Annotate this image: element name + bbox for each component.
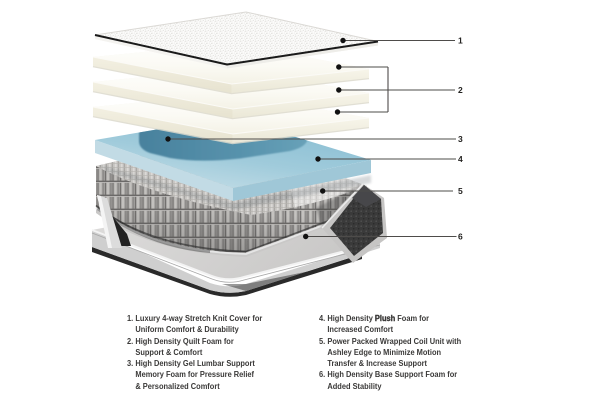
svg-text:4: 4 — [458, 154, 463, 164]
svg-text:1: 1 — [458, 36, 463, 46]
svg-text:5: 5 — [458, 186, 463, 196]
svg-text:6: 6 — [458, 232, 463, 242]
svg-text:2: 2 — [458, 85, 463, 95]
svg-text:3: 3 — [458, 134, 463, 144]
